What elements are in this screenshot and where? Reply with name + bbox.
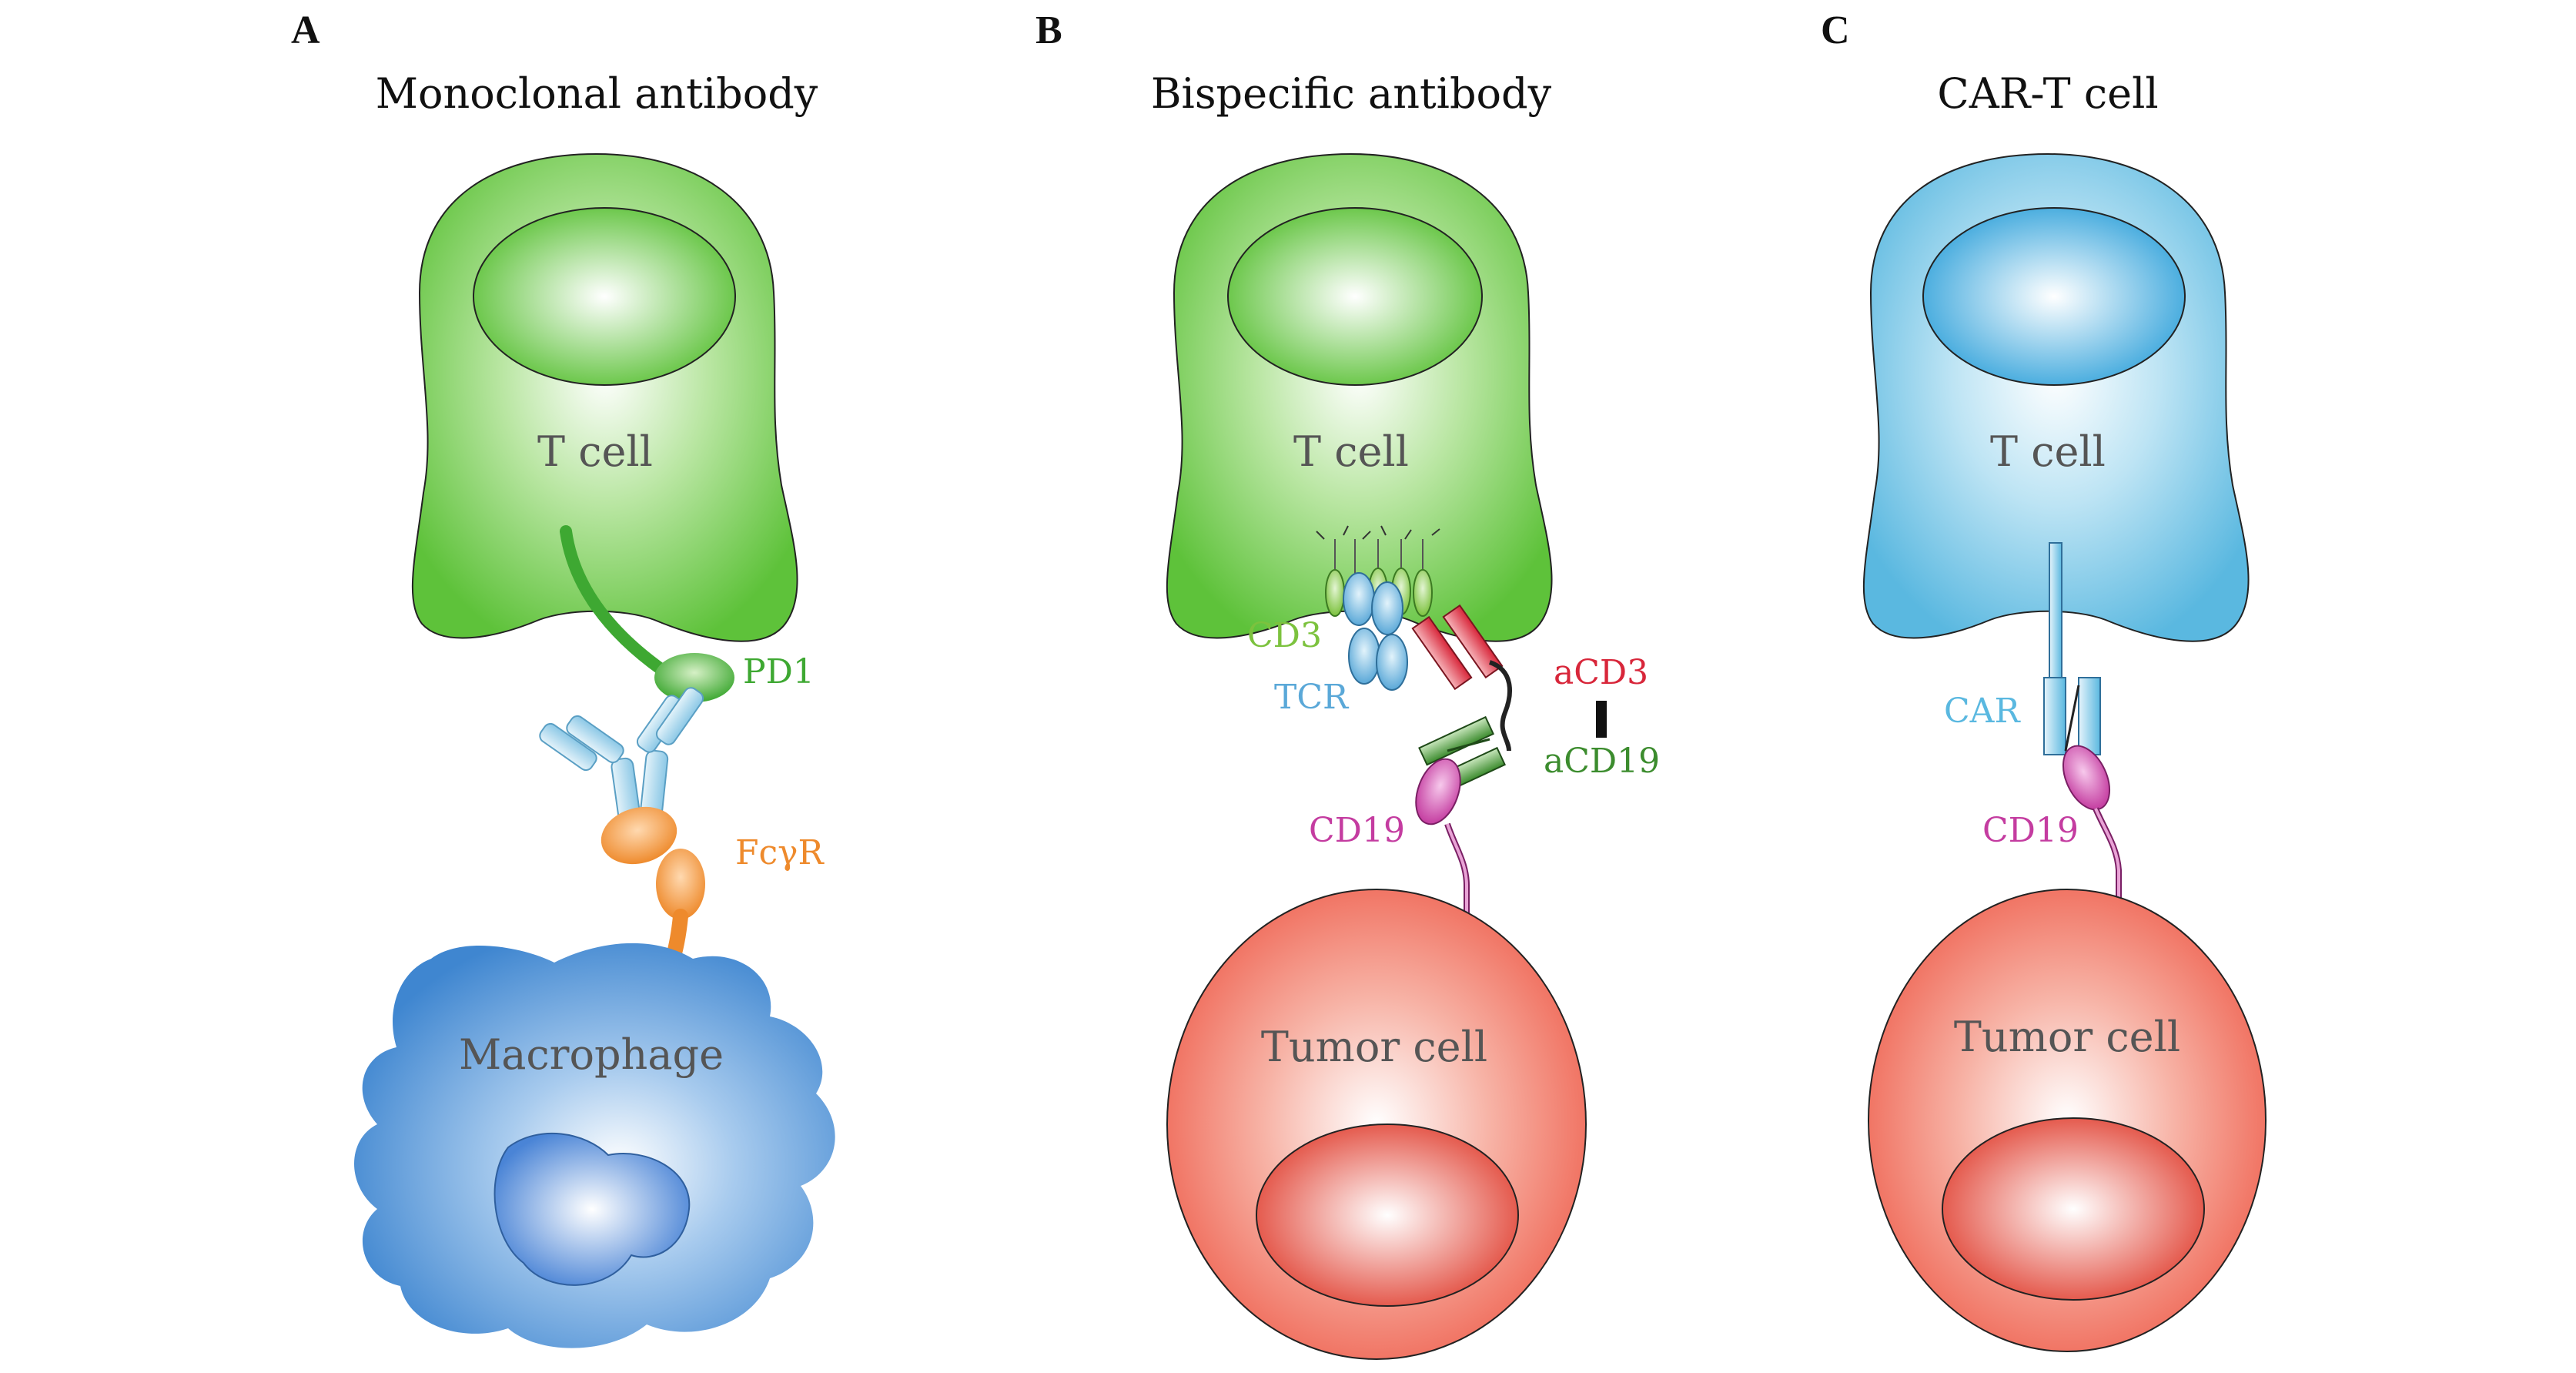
tumor-cell-label: Tumor cell — [1954, 1013, 2180, 1061]
panel-title-b: Bispecific antibody — [1151, 69, 1552, 118]
macrophage: Macrophage — [354, 943, 835, 1348]
pd1-stalk — [560, 525, 668, 676]
tcr-label: TCR — [1274, 678, 1350, 717]
t-cell-nucleus — [1922, 207, 2186, 386]
macrophage-nucleus — [493, 1132, 691, 1286]
acd3-domain — [1442, 604, 1504, 679]
pd1-label: PD1 — [743, 652, 815, 692]
panel-c: C CAR-T cell T cell CAR CD19 Tumor cell — [1821, 8, 2267, 1352]
tcr-domain — [1376, 634, 1408, 691]
car-scfv-left — [2043, 677, 2066, 755]
panel-letter-b: B — [1035, 8, 1062, 52]
t-cell-a: T cell — [411, 152, 798, 642]
t-cell-label: T cell — [1293, 427, 1409, 476]
tumor-cell-b: Tumor cell — [1166, 889, 1587, 1360]
cd3-tcr-complex — [1316, 525, 1440, 691]
tcr-domain — [1343, 572, 1375, 626]
fcr-domain-1 — [601, 806, 677, 865]
panel-b: B Bispecific antibody T cell CD3 TCR — [1035, 8, 1660, 1360]
t-cell-label: T cell — [1990, 427, 2106, 476]
t-cell-nucleus — [1227, 207, 1483, 386]
tcr-domain — [1371, 581, 1403, 635]
panel-title-c: CAR-T cell — [1937, 69, 2158, 118]
panel-a: A Monoclonal antibody T cell PD1 FcγR — [291, 8, 835, 1348]
linker — [1488, 660, 1512, 752]
cd19-label: CD19 — [1309, 811, 1405, 850]
pd1-receptor — [654, 653, 734, 702]
car-receptor — [2043, 542, 2101, 755]
tumor-cell-label: Tumor cell — [1261, 1023, 1487, 1071]
cd19-head — [1415, 758, 1461, 825]
cd3-subunit — [1413, 569, 1433, 617]
tcr-domain — [1348, 628, 1380, 685]
cd3-label: CD3 — [1247, 616, 1322, 655]
acd3-domain — [1411, 615, 1473, 691]
t-cell-b: T cell — [1166, 152, 1553, 642]
fcr-label: FcγR — [735, 833, 825, 872]
cd19-head — [2062, 745, 2111, 811]
acd19-domain — [1418, 715, 1494, 766]
car-label: CAR — [1944, 692, 2021, 731]
cd3-subunit — [1325, 569, 1345, 617]
car-scfv-right — [2078, 677, 2101, 755]
panel-letter-a: A — [291, 8, 320, 52]
panel-title-a: Monoclonal antibody — [376, 69, 818, 118]
linker-legend-bar — [1596, 701, 1607, 738]
t-cell-c: T cell — [1862, 152, 2250, 642]
t-cell-label: T cell — [537, 427, 653, 476]
macrophage-label: Macrophage — [459, 1030, 724, 1079]
cd19-label: CD19 — [1982, 811, 2079, 850]
tumor-cell-c: Tumor cell — [1868, 889, 2267, 1352]
bispecific-antibody — [1411, 604, 1512, 797]
car-transmembrane — [2049, 542, 2062, 682]
acd19-label: aCD19 — [1544, 742, 1660, 781]
t-cell-nucleus — [473, 207, 736, 386]
fcr-domain-2 — [656, 849, 705, 919]
panel-letter-c: C — [1821, 8, 1850, 52]
acd3-label: aCD3 — [1554, 653, 1648, 692]
tumor-cell-nucleus — [1256, 1124, 1519, 1307]
tumor-cell-nucleus — [1942, 1117, 2205, 1301]
